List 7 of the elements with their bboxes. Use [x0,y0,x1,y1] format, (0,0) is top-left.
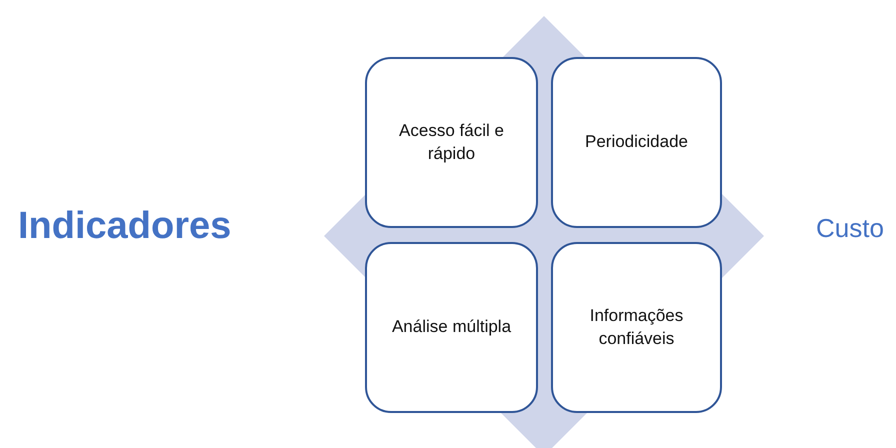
heading-text: Indicadores [18,205,232,248]
background-diamond [324,16,764,448]
rounded-card: Acesso fácil e rápido [365,57,538,228]
rounded-card: Análise múltipla [365,242,538,413]
rounded-card: Periodicidade [551,57,722,228]
side-label: Custo [816,213,884,244]
rounded-card: Informações confiáveis [551,242,722,413]
